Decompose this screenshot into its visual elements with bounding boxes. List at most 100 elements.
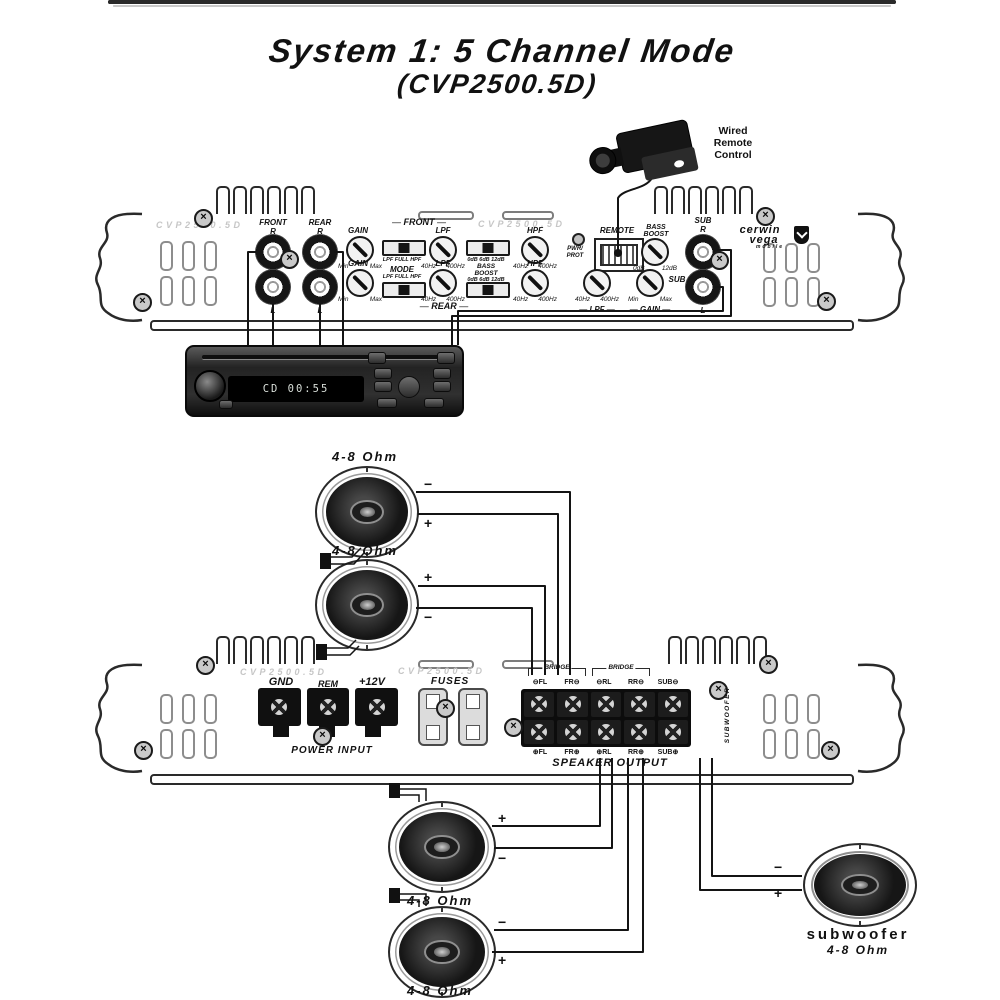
- fuses-label: FUSES: [430, 676, 470, 687]
- heatsink-fin: [233, 636, 247, 664]
- vent-group: [160, 241, 217, 271]
- rear-r-label: R: [317, 227, 323, 236]
- power-led: [572, 233, 585, 246]
- hpf-label: HPF: [527, 226, 543, 235]
- lpf-label: LPF: [435, 226, 451, 235]
- mode-scale-front: LPF FULL HPF: [382, 257, 422, 263]
- head-unit-button[interactable]: [374, 368, 392, 379]
- speaker-terminal[interactable]: [557, 719, 588, 744]
- head-unit-button[interactable]: [374, 381, 392, 392]
- polarity-minus: −: [498, 850, 507, 866]
- rear-caption: REAR: [416, 302, 472, 311]
- polarity-plus: +: [498, 952, 507, 968]
- speaker-terminal[interactable]: [524, 692, 555, 717]
- model-text-faint: CVP2500.5D: [240, 667, 328, 677]
- heatsink-fin: [685, 636, 699, 664]
- cd-slot[interactable]: [202, 355, 440, 360]
- head-unit-button[interactable]: [368, 352, 386, 364]
- heatsink-fin: [722, 186, 736, 214]
- speaker-terminal[interactable]: [657, 692, 688, 717]
- rca-jack-sub-l[interactable]: [685, 269, 721, 305]
- polarity-minus: −: [774, 859, 783, 875]
- power-terminal-block: [258, 688, 399, 726]
- screw-icon: [436, 699, 455, 718]
- heatsink-fin: [267, 186, 281, 214]
- speaker-terminal[interactable]: [624, 719, 655, 744]
- amplifier-bottom-panel: [108, 0, 896, 7]
- speaker-terminal[interactable]: [524, 719, 555, 744]
- heatsink-fin: [301, 186, 315, 214]
- subwoofer: [803, 843, 917, 927]
- head-unit-button[interactable]: [377, 398, 397, 408]
- 12v-terminal[interactable]: [355, 688, 399, 726]
- rca-jack-front-l[interactable]: [255, 269, 291, 305]
- vent-group: [160, 276, 217, 306]
- rem-terminal[interactable]: [306, 688, 350, 726]
- gain-knob-rear[interactable]: [346, 269, 374, 297]
- fuse-holder[interactable]: [458, 688, 488, 746]
- boost-switch-rear[interactable]: [466, 282, 510, 298]
- screw-icon: [280, 250, 299, 269]
- screw-icon: [759, 655, 778, 674]
- head-unit-button[interactable]: [433, 381, 451, 392]
- head-unit-button[interactable]: [437, 352, 455, 364]
- speaker-output-block: [521, 689, 691, 747]
- hpf-label-rear: HPF: [527, 259, 543, 268]
- sub-tag: SUB: [668, 275, 686, 284]
- screw-icon: [821, 741, 840, 760]
- sub-l-label: L: [700, 306, 706, 315]
- head-unit-dial[interactable]: [398, 376, 420, 398]
- subwoofer-ohm-label: 4-8 Ohm: [826, 943, 889, 957]
- rca-jack-rear-r[interactable]: [302, 234, 338, 270]
- speaker-terminal[interactable]: [624, 692, 655, 717]
- heatsink-fin: [301, 636, 315, 664]
- amp-flange: [150, 774, 854, 785]
- head-unit-button[interactable]: [219, 400, 233, 409]
- gain-label-rear: GAIN: [348, 259, 368, 268]
- boost-switch-front[interactable]: [466, 240, 510, 256]
- rear-input-title: REAR: [308, 218, 332, 227]
- sub-gain-knob[interactable]: [636, 269, 664, 297]
- head-unit-display: CD 00:55: [228, 376, 364, 402]
- front-input-title: FRONT: [259, 218, 287, 227]
- heatsink-fin: [736, 636, 750, 664]
- gnd-terminal[interactable]: [258, 688, 301, 726]
- amp-flange: [150, 320, 854, 331]
- speaker-terminal[interactable]: [657, 719, 688, 744]
- speaker-terminal[interactable]: [557, 692, 588, 717]
- hpf-knob-rear[interactable]: [521, 269, 549, 297]
- head-unit-button[interactable]: [424, 398, 444, 408]
- heatsink-fin: [719, 636, 733, 664]
- screw-icon: [756, 207, 775, 226]
- terminal-label: ⊖FL: [532, 679, 548, 686]
- polarity-minus: −: [498, 914, 507, 930]
- heatsink-fin: [705, 186, 719, 214]
- lpf-knob-rear[interactable]: [429, 269, 457, 297]
- volume-knob[interactable]: [194, 370, 226, 402]
- terminal-label: SUB⊕: [657, 749, 679, 756]
- bassboost-knob[interactable]: [641, 238, 669, 266]
- screw-icon: [504, 718, 523, 737]
- heatsink-fin: [284, 186, 298, 214]
- polarity-minus: −: [424, 476, 433, 492]
- mode-switch-rear[interactable]: [382, 282, 426, 298]
- mode-switch-front[interactable]: [382, 240, 426, 256]
- rca-jack-rear-l[interactable]: [302, 269, 338, 305]
- lpf-label-rear: LPF: [435, 259, 451, 268]
- brand-line1: cerwin: [739, 224, 781, 236]
- gain-knob-front[interactable]: [346, 236, 374, 264]
- heatsink-fin: [739, 186, 753, 214]
- screw-icon: [817, 292, 836, 311]
- terminal-label: FR⊕: [564, 749, 580, 756]
- bridge-bracket-front: BRIDGE: [528, 664, 586, 676]
- vent-group: [763, 729, 820, 759]
- speaker-terminal[interactable]: [590, 692, 622, 717]
- vent-group: [160, 694, 217, 724]
- sub-lpf-knob[interactable]: [583, 269, 611, 297]
- rem-label: REM: [318, 679, 338, 689]
- subwoofer-name: subwoofer: [806, 926, 910, 943]
- 12v-label: +12V: [359, 676, 385, 688]
- speaker-terminal[interactable]: [590, 719, 622, 744]
- head-unit-button[interactable]: [433, 368, 451, 379]
- sub-gain-caption: GAIN: [624, 306, 676, 314]
